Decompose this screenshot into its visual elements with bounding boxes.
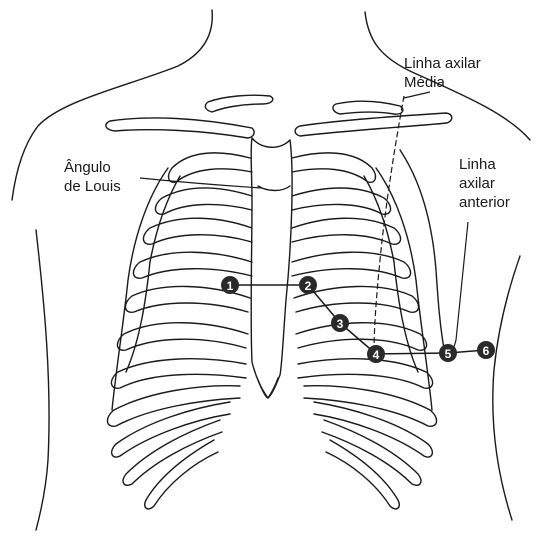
electrode-v2: 2: [299, 276, 317, 294]
label-linha-axilar-media: Linha axilar Média: [404, 54, 481, 92]
electrode-v5: 5: [439, 344, 457, 362]
louis-angle-line: [258, 186, 290, 191]
clavicle-left: [106, 118, 254, 138]
label-anterior-line-3: anterior: [459, 193, 510, 212]
electrode-v6: 6: [477, 341, 495, 359]
electrode-v3-label: 3: [337, 317, 344, 331]
torso-left-outline: [36, 230, 49, 530]
electrode-v5-label: 5: [445, 347, 452, 361]
label-media-line-2: Média: [404, 73, 481, 92]
ecg-connect-line: [230, 285, 486, 354]
electrode-v1-label: 1: [227, 279, 234, 293]
electrode-v6-label: 6: [483, 344, 490, 358]
electrode-group: 1 2 3 4 5 6: [221, 276, 495, 363]
electrode-v4: 4: [367, 345, 385, 363]
electrode-v1: 1: [221, 276, 239, 294]
clavicle-right: [295, 113, 452, 136]
label-linha-axilar-anterior: Linha axilar anterior: [459, 155, 510, 212]
axilar-media-line: [374, 96, 404, 352]
label-anterior-line-2: axilar: [459, 174, 510, 193]
label-angulo-line-1: Ângulo: [64, 158, 121, 177]
axilar-anterior-line: [451, 222, 468, 354]
sternum: [251, 138, 292, 398]
label-angulo-line-2: de Louis: [64, 177, 121, 196]
label-anterior-line-1: Linha: [459, 155, 510, 174]
electrode-v3: 3: [331, 314, 349, 332]
electrode-v2-label: 2: [305, 279, 312, 293]
label-angulo-de-louis: Ângulo de Louis: [64, 158, 121, 196]
electrode-v4-label: 4: [373, 348, 380, 362]
label-media-line-1: Linha axilar: [404, 54, 481, 73]
torso-right-outline: [493, 256, 520, 520]
leader-media: [404, 92, 430, 98]
